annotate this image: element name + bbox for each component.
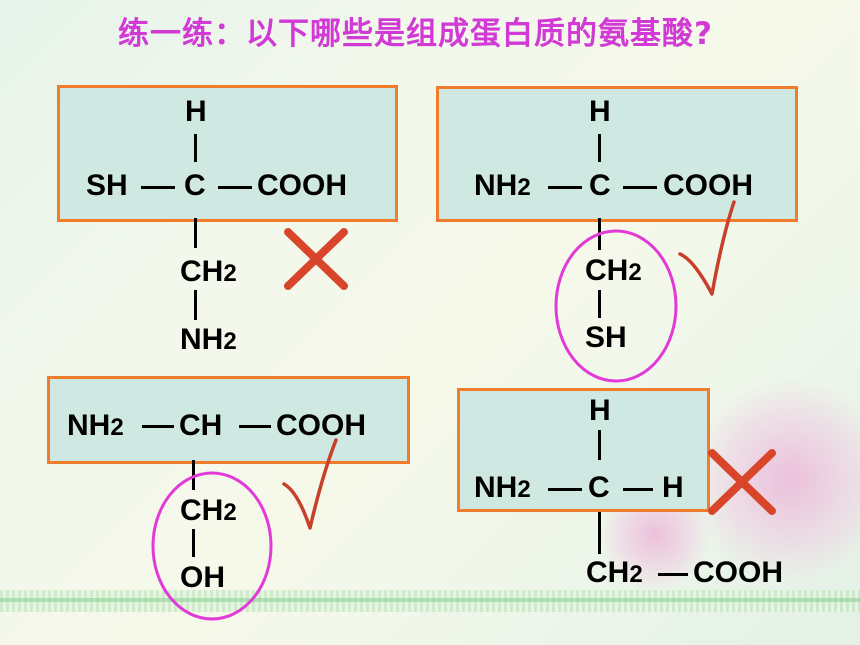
check-mark-icon [678,200,736,296]
molecule-3-chain-2: OH [180,561,225,594]
bond [142,425,174,428]
molecule-2-right-group: COOH [663,169,753,202]
decorative-stripe-line [0,598,860,602]
molecule-1-center: C [184,169,206,202]
bond [598,134,601,162]
cross-mark-icon [708,449,776,515]
molecule-3-center: CH [179,409,223,442]
bond [194,218,197,248]
molecule-1-box [57,85,398,222]
molecule-3-box [47,376,410,464]
bond [194,134,197,162]
check-mark-icon [282,438,338,530]
molecule-4-h-top: H [589,394,611,427]
bond [598,512,601,554]
cross-mark-icon [284,228,348,290]
molecule-2-chain-1: CH2 [585,254,642,287]
bond [658,573,688,576]
molecule-2-left-group: NH2 [474,169,531,202]
molecule-4-left-group: NH2 [474,471,531,504]
molecule-3-right-group: COOH [276,409,366,442]
molecule-3-left-group: NH2 [67,409,124,442]
bond [194,290,197,320]
highlight-circle [151,471,273,621]
bond [141,186,175,189]
molecule-4-chain-2: COOH [693,556,783,589]
molecule-2-center: C [589,169,611,202]
bond [239,425,271,428]
bond [623,186,657,189]
molecule-2-box [436,86,798,222]
molecule-1-chain-2: NH2 [180,323,237,356]
molecule-1-right-group: COOH [257,169,347,202]
bond [598,430,601,460]
molecule-4-center: C [588,471,610,504]
bond [548,186,582,189]
molecule-4-chain-1: CH2 [586,556,643,589]
molecule-4-box [457,388,710,512]
bond [598,290,601,318]
molecule-2-h-top: H [589,95,611,128]
page-title: 练一练：以下哪些是组成蛋白质的氨基酸? [118,16,713,52]
molecule-4-right-group: H [662,471,684,504]
molecule-1-h-top: H [185,95,207,128]
molecule-1-left-group: SH [86,169,128,202]
highlight-circle [554,229,678,383]
molecule-2-chain-2: SH [585,321,627,354]
bond [218,186,252,189]
molecule-1-chain-1: CH2 [180,255,237,288]
molecule-3-chain-1: CH2 [180,494,237,527]
background-flower [690,380,860,580]
bond [548,488,582,491]
bond [623,488,653,491]
bond [192,529,195,557]
